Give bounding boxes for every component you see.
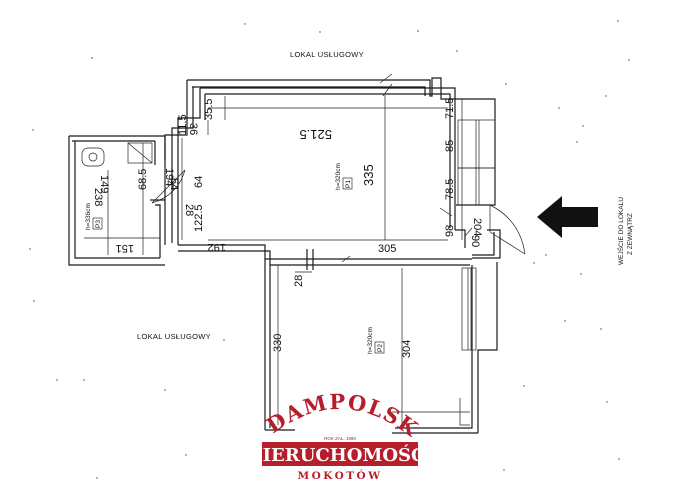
dim-521-5: 521.5	[299, 127, 332, 142]
entrance-label-line1: WEJŚCIE DO LOKALU	[616, 197, 625, 265]
entrance-arrow-icon	[537, 196, 598, 238]
room-p2-tag: h=320cm P2	[367, 327, 385, 354]
dim-151: 151	[116, 242, 134, 254]
room-p3-walls	[68, 135, 186, 266]
dim-194: 194	[163, 168, 175, 186]
entrance-label-line2: Z ZEWNĄTRZ	[627, 213, 634, 255]
dim-68-5: 68.5	[137, 169, 149, 190]
room-p3-id: P3	[95, 220, 102, 228]
agency-logo: ADAMPOLSKI ROK ZAŁ. 1990 NIERUCHOMOŚCI M…	[0, 0, 434, 482]
room-p3-height: h=336cm	[85, 203, 92, 230]
logo-arc-text: ADAMPOLSKI	[0, 0, 422, 442]
dim-78-5: 78.5	[444, 179, 456, 200]
room-p2-id: P2	[377, 344, 384, 352]
logo-since: ROK ZAŁ. 1990	[324, 436, 356, 441]
dim-71-5: 71.5	[444, 98, 456, 119]
logo-line2: MOKOTÓW	[297, 468, 382, 482]
dim-28-a: 28	[183, 204, 195, 216]
entrance-label: WEJŚCIE DO LOKALU Z ZEWNĄTRZ	[616, 197, 634, 265]
dim-238: 238	[92, 188, 104, 206]
dim-64-b: 64	[193, 176, 205, 188]
dim-330: 330	[272, 334, 284, 352]
dim-11-5: 11.5	[177, 114, 189, 135]
logo-banner	[262, 442, 418, 466]
dim-64-a: 64	[168, 178, 180, 190]
room-p1-tag: h=320cm P1	[335, 163, 353, 190]
room-p1-height: h=320cm	[335, 163, 342, 190]
logo-line1: NIERUCHOMOŚCI	[246, 443, 434, 466]
room-p2-walls	[264, 259, 498, 434]
room-p3-tag: h=336cm P3	[85, 203, 103, 230]
label-lokal-left: LOKAL USŁUGOWY	[137, 332, 211, 341]
dim-304: 304	[401, 340, 413, 358]
scan-speckles	[29, 20, 630, 479]
dim-149: 149	[98, 175, 110, 193]
entrance-door	[489, 204, 526, 255]
dim-85: 85	[444, 140, 456, 152]
room-p2-height: h=320cm	[367, 327, 374, 354]
dim-335: 335	[361, 164, 376, 186]
dim-305: 305	[378, 243, 396, 255]
dim-98: 98	[444, 225, 456, 237]
dimension-lines	[84, 73, 473, 425]
dim-35-5: 35.5	[203, 99, 215, 120]
dim-90: 90	[469, 235, 481, 247]
window-right-upper	[457, 119, 496, 206]
dim-28-b: 28	[293, 275, 305, 287]
dim-122-5: 122.5	[193, 204, 205, 232]
room-p1-walls	[164, 77, 501, 270]
room-p1-id: P1	[345, 180, 352, 188]
dim-192: 192	[208, 241, 226, 253]
dim-204: 204	[471, 218, 483, 236]
dim-36: 36	[187, 123, 199, 135]
label-lokal-top: LOKAL USŁUGOWY	[290, 50, 364, 59]
